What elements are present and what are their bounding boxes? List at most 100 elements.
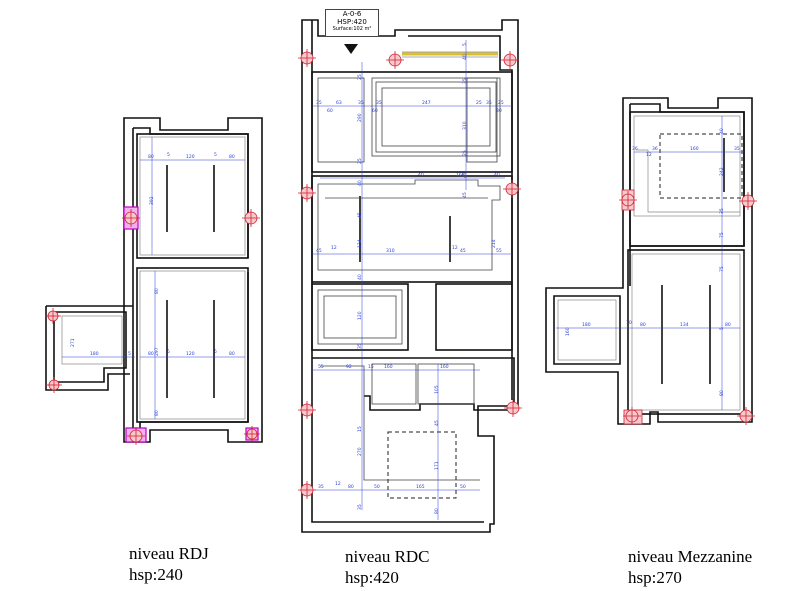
- rdc-room-lower-right: [435, 283, 513, 351]
- svg-text:80: 80: [154, 410, 160, 416]
- rdj-markers: [45, 209, 260, 445]
- room-tag-area: Surface:102 m²: [332, 26, 372, 32]
- svg-text:171: 171: [434, 461, 440, 470]
- svg-text:297: 297: [154, 347, 160, 356]
- svg-text:247: 247: [422, 100, 431, 106]
- mezz-outer-wall: [545, 97, 753, 425]
- svg-text:35: 35: [486, 100, 492, 106]
- svg-text:40: 40: [719, 128, 725, 134]
- level-mezzanine-height: hsp:270: [628, 568, 682, 587]
- svg-text:134: 134: [357, 239, 363, 248]
- rdj-room-lower: [136, 267, 249, 423]
- svg-text:92: 92: [346, 364, 352, 370]
- svg-text:80: 80: [148, 154, 154, 160]
- svg-text:25: 25: [357, 74, 363, 80]
- plan-rdc: 25 290 25 40 45 134 40 120 35 15 270 35 …: [298, 19, 522, 533]
- rdj-inner-wall: [132, 127, 249, 435]
- rdc-room-middle: [311, 175, 513, 283]
- svg-text:5: 5: [462, 43, 468, 46]
- level-rdc-name: niveau RDC: [345, 547, 430, 566]
- svg-text:290: 290: [357, 113, 363, 122]
- svg-text:35: 35: [357, 504, 363, 510]
- svg-text:63: 63: [336, 100, 342, 106]
- rdc-orientation-triangle: [344, 44, 358, 54]
- rdj-outer-wall: [123, 117, 263, 443]
- svg-text:160: 160: [690, 146, 699, 152]
- svg-text:35: 35: [462, 78, 468, 84]
- svg-text:50: 50: [374, 484, 380, 490]
- level-caption-rdj: niveau RDJ hsp:240: [129, 543, 209, 585]
- svg-text:35: 35: [318, 484, 324, 490]
- level-mezzanine-name: niveau Mezzanine: [628, 547, 753, 566]
- svg-text:45: 45: [357, 212, 363, 218]
- svg-text:120: 120: [186, 154, 195, 160]
- mezz-room-upper: [629, 111, 745, 247]
- rdj-annex-wall: [45, 305, 133, 391]
- svg-text:35: 35: [358, 100, 364, 106]
- svg-text:35: 35: [316, 100, 322, 106]
- svg-text:25: 25: [498, 100, 504, 106]
- svg-text:12: 12: [452, 245, 458, 251]
- svg-text:25: 25: [357, 158, 363, 164]
- svg-text:12: 12: [646, 152, 652, 158]
- svg-text:160: 160: [456, 172, 465, 178]
- svg-text:180: 180: [90, 351, 99, 357]
- svg-text:55: 55: [318, 364, 324, 370]
- svg-text:10: 10: [626, 320, 632, 326]
- svg-text:40: 40: [357, 274, 363, 280]
- room-tag: A-0-6 HSP:420 Surface:102 m²: [325, 9, 379, 37]
- svg-text:60: 60: [372, 108, 378, 114]
- svg-text:40: 40: [357, 180, 363, 186]
- svg-text:180: 180: [582, 322, 591, 328]
- svg-text:271: 271: [70, 338, 76, 347]
- svg-text:12: 12: [335, 481, 341, 487]
- svg-text:160: 160: [440, 364, 449, 370]
- svg-text:80: 80: [348, 484, 354, 490]
- svg-text:5: 5: [214, 349, 217, 355]
- svg-text:35: 35: [734, 146, 740, 152]
- svg-text:15: 15: [368, 364, 374, 370]
- svg-text:134: 134: [680, 322, 689, 328]
- svg-text:105: 105: [434, 385, 440, 394]
- svg-text:80: 80: [725, 322, 731, 328]
- svg-text:55: 55: [496, 248, 502, 254]
- svg-text:5: 5: [719, 327, 725, 330]
- svg-text:35: 35: [719, 208, 725, 214]
- svg-text:40: 40: [418, 172, 424, 178]
- svg-text:35: 35: [376, 100, 382, 106]
- level-rdj-height: hsp:240: [129, 565, 183, 584]
- room-tag-height: HSP:420: [337, 17, 367, 26]
- svg-text:392: 392: [149, 196, 155, 205]
- rdj-room-upper: [136, 133, 249, 259]
- svg-text:310: 310: [462, 121, 468, 130]
- svg-text:75: 75: [719, 232, 725, 238]
- svg-text:75: 75: [719, 266, 725, 272]
- svg-text:15: 15: [357, 426, 363, 432]
- svg-text:160: 160: [565, 327, 571, 336]
- level-rdc-height: hsp:420: [345, 568, 399, 587]
- svg-text:5: 5: [167, 349, 170, 355]
- svg-text:5: 5: [214, 152, 217, 158]
- svg-text:45: 45: [462, 172, 468, 178]
- rdc-room-lower-left: [311, 283, 409, 351]
- svg-text:45: 45: [316, 248, 322, 254]
- svg-text:80: 80: [229, 154, 235, 160]
- mezz-dashed-zone: [659, 133, 743, 199]
- svg-text:80: 80: [434, 508, 440, 514]
- svg-text:214: 214: [491, 239, 497, 248]
- svg-text:12: 12: [331, 245, 337, 251]
- svg-text:5: 5: [167, 152, 170, 158]
- rdc-markers: [298, 49, 522, 499]
- svg-text:40: 40: [494, 172, 500, 178]
- svg-text:50: 50: [460, 484, 466, 490]
- svg-text:36: 36: [652, 146, 658, 152]
- svg-text:80: 80: [148, 351, 154, 357]
- svg-text:45: 45: [460, 248, 466, 254]
- rdc-dashed-zone: [387, 431, 457, 499]
- svg-text:45: 45: [434, 420, 440, 426]
- svg-text:270: 270: [357, 447, 363, 456]
- svg-text:120: 120: [186, 351, 195, 357]
